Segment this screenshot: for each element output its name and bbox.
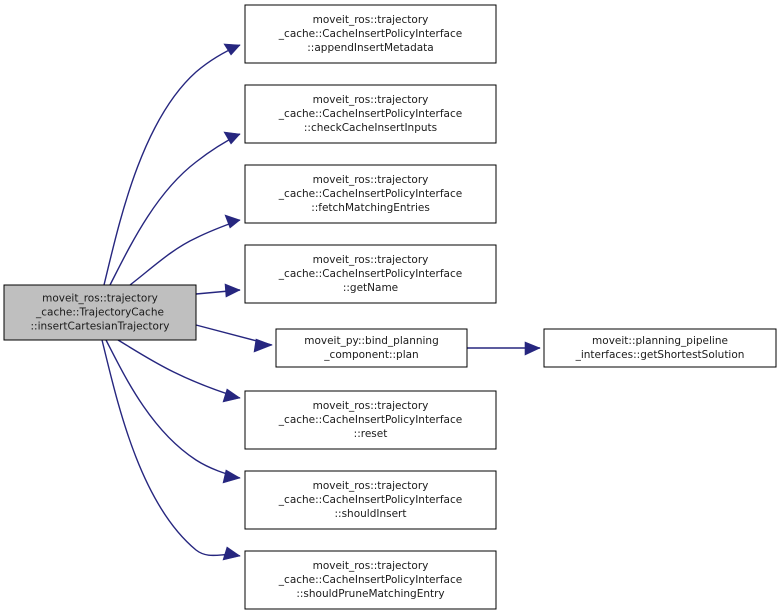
- edge-line: [129, 219, 241, 286]
- node-box[interactable]: [244, 244, 497, 304]
- nodes-layer: moveit_ros::trajectory_cache::Trajectory…: [3, 4, 777, 610]
- node-label-line: moveit_ros::trajectory: [313, 560, 429, 572]
- node-box[interactable]: [543, 328, 777, 368]
- edges-layer: [101, 43, 541, 561]
- node-box[interactable]: [244, 4, 497, 64]
- node-box[interactable]: [244, 84, 497, 144]
- node-label-line: moveit_py::bind_planning: [304, 335, 439, 347]
- node-label-line: ::shouldPruneMatchingEntry: [296, 588, 444, 600]
- node-label-line: ::checkCacheInsertInputs: [304, 122, 437, 134]
- graph-node[interactable]: moveit::planning_pipeline_interfaces::ge…: [543, 328, 777, 368]
- graph-node-root[interactable]: moveit_ros::trajectory_cache::Trajectory…: [3, 284, 197, 341]
- node-label-line: moveit::planning_pipeline: [592, 335, 728, 347]
- node-label-line: _interfaces::getShortestSolution: [575, 349, 745, 361]
- arrowhead-icon: [224, 283, 241, 298]
- arrowhead-icon: [222, 388, 241, 403]
- node-label-line: ::fetchMatchingEntries: [311, 202, 430, 214]
- node-label-line: _cache::CacheInsertPolicyInterface: [278, 108, 462, 120]
- node-label-line: moveit_ros::trajectory: [313, 94, 429, 106]
- node-label-line: ::appendInsertMetadata: [307, 42, 433, 54]
- node-label-line: ::insertCartesianTrajectory: [31, 321, 170, 333]
- node-label-line: moveit_ros::trajectory: [42, 292, 158, 304]
- edge-line: [105, 339, 241, 479]
- node-label-line: moveit_ros::trajectory: [313, 400, 429, 412]
- graph-node[interactable]: moveit_ros::trajectory_cache::CacheInser…: [244, 4, 497, 64]
- graph-node[interactable]: moveit_ros::trajectory_cache::CacheInser…: [244, 84, 497, 144]
- node-box[interactable]: [3, 284, 197, 341]
- node-label-line: _cache::CacheInsertPolicyInterface: [278, 494, 462, 506]
- arrowhead-icon: [253, 338, 273, 353]
- graph-node[interactable]: moveit_ros::trajectory_cache::CacheInser…: [244, 164, 497, 224]
- node-label-line: ::getName: [343, 282, 398, 294]
- call-edge: [101, 339, 241, 561]
- node-label-line: _cache::TrajectoryCache: [35, 307, 164, 319]
- call-edge: [103, 43, 241, 286]
- node-box[interactable]: [244, 390, 497, 450]
- node-label-line: _component::plan: [323, 349, 418, 361]
- graph-node[interactable]: moveit_ros::trajectory_cache::CacheInser…: [244, 390, 497, 450]
- call-edge: [109, 131, 241, 286]
- node-box[interactable]: [244, 470, 497, 530]
- arrowhead-icon: [223, 131, 241, 145]
- node-label-line: moveit_ros::trajectory: [313, 254, 429, 266]
- node-label-line: ::shouldInsert: [335, 508, 407, 520]
- node-box[interactable]: [275, 328, 468, 368]
- call-edge: [195, 283, 241, 298]
- edge-line: [101, 339, 241, 557]
- graph-node[interactable]: moveit_py::bind_planning_component::plan: [275, 328, 468, 368]
- call-edge: [105, 339, 241, 484]
- node-label-line: _cache::CacheInsertPolicyInterface: [278, 414, 462, 426]
- arrowhead-icon: [222, 469, 241, 484]
- edge-line: [117, 339, 241, 399]
- arrowhead-icon: [223, 43, 241, 56]
- node-label-line: _cache::CacheInsertPolicyInterface: [278, 188, 462, 200]
- node-label-line: moveit_ros::trajectory: [313, 14, 429, 26]
- call-edge: [129, 214, 241, 286]
- node-box[interactable]: [244, 550, 497, 610]
- node-label-line: _cache::CacheInsertPolicyInterface: [278, 268, 462, 280]
- arrowhead-icon: [224, 214, 241, 229]
- arrowhead-icon: [524, 341, 541, 356]
- graph-node[interactable]: moveit_ros::trajectory_cache::CacheInser…: [244, 550, 497, 610]
- call-edge: [117, 339, 241, 403]
- call-edge: [195, 324, 273, 353]
- arrowhead-icon: [222, 546, 241, 561]
- edge-line: [103, 44, 241, 286]
- node-label-line: moveit_ros::trajectory: [313, 174, 429, 186]
- call-edge: [467, 341, 541, 356]
- node-label-line: _cache::CacheInsertPolicyInterface: [278, 28, 462, 40]
- node-label-line: moveit_ros::trajectory: [313, 480, 429, 492]
- graph-node[interactable]: moveit_ros::trajectory_cache::CacheInser…: [244, 470, 497, 530]
- graph-node[interactable]: moveit_ros::trajectory_cache::CacheInser…: [244, 244, 497, 304]
- node-label-line: _cache::CacheInsertPolicyInterface: [278, 574, 462, 586]
- node-label-line: ::reset: [354, 428, 388, 440]
- edge-line: [109, 133, 241, 286]
- node-box[interactable]: [244, 164, 497, 224]
